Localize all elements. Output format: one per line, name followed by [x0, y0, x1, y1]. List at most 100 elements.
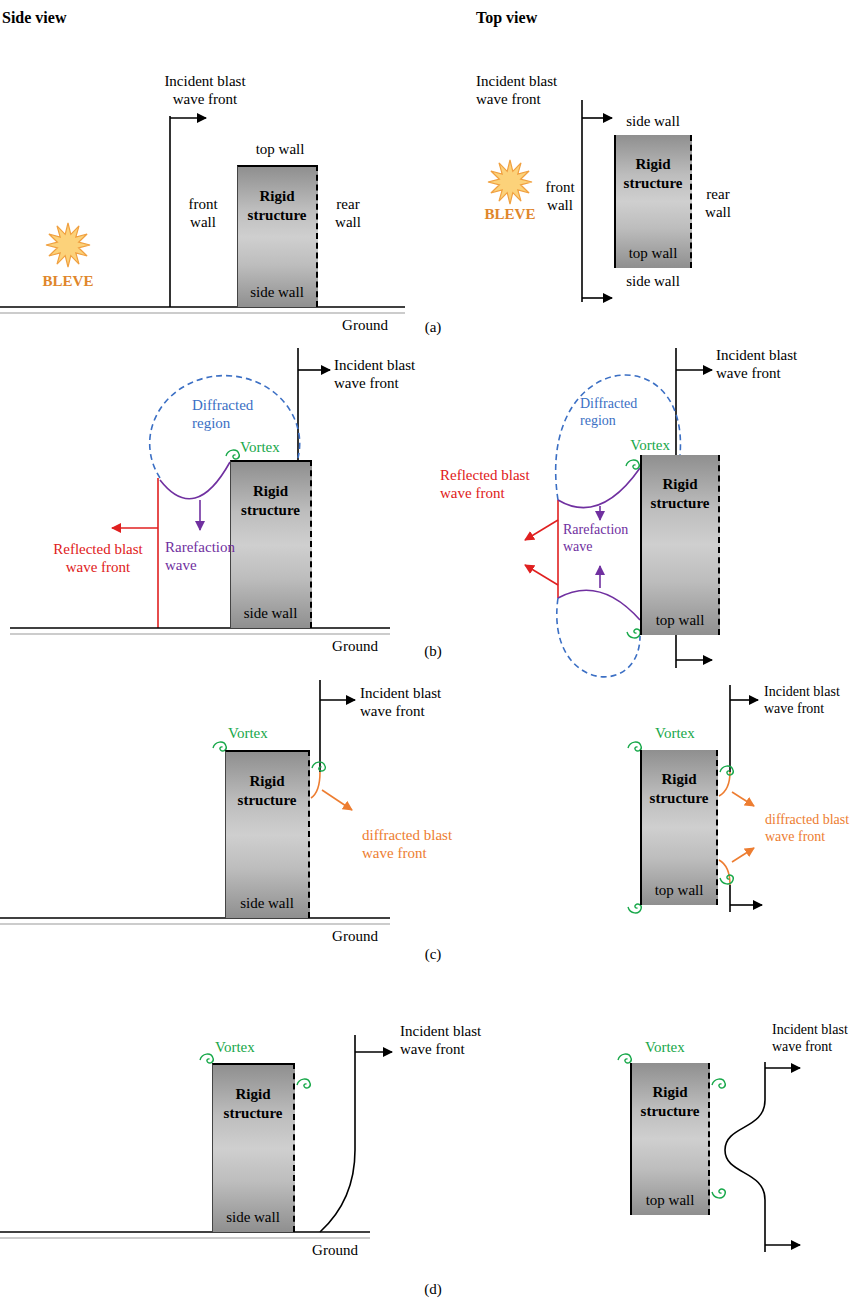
figure-label: Rarefaction wave: [165, 538, 255, 574]
vortex-curl: [720, 766, 733, 775]
wave-arrow: [355, 1051, 392, 1053]
figure-label: Incident blast wave front: [764, 684, 864, 718]
svg-part: [0, 100, 800, 1252]
figure-label: Vortex: [228, 724, 278, 742]
diffracted-front: [719, 860, 730, 885]
figure-label: Rarefaction wave: [563, 522, 639, 556]
wall-name: side wall: [240, 894, 294, 913]
rarefaction-arrow: [599, 566, 601, 588]
vortex-curl: [720, 875, 733, 884]
rarefaction-wave: [558, 468, 640, 508]
wall-name: top wall: [656, 611, 705, 630]
figure-label: Side view: [2, 8, 122, 27]
figure-label: Top view: [476, 8, 596, 27]
wave-arrow: [170, 117, 206, 119]
wall-name: top wall: [655, 881, 704, 900]
ground-line: [10, 627, 390, 629]
figure-label: Vortex: [240, 438, 290, 456]
figure-label: Ground: [320, 637, 390, 655]
wave-front: [729, 885, 731, 912]
figure-label: Ground: [300, 1241, 370, 1259]
figure-label: Vortex: [645, 1038, 695, 1056]
figure-label: Vortex: [612, 436, 670, 454]
reflected-front: [157, 478, 159, 628]
diffracted-front: [719, 772, 730, 796]
figure-label: Incident blast wave front: [334, 356, 444, 392]
vortex-curl: [628, 904, 641, 913]
figure-label: BLEVE: [470, 205, 550, 223]
structure-name: Rigid structure: [215, 1085, 291, 1123]
structure-name: Rigid structure: [233, 482, 308, 520]
rigid-structure: Rigid structure side wall: [225, 750, 310, 918]
vortex-curl: [618, 1054, 631, 1063]
figure-label: side wall: [613, 112, 693, 130]
rigid-structure: Rigid structure top wall: [640, 750, 718, 905]
figure-label: rear wall: [698, 185, 738, 221]
wall-name: side wall: [244, 604, 298, 623]
wave-front: [729, 685, 731, 772]
wave-arrow: [582, 117, 612, 119]
wave-front: [319, 680, 321, 772]
figure-label: Reflected blast wave front: [440, 466, 546, 502]
structure-name: Rigid structure: [228, 772, 306, 810]
figure-label: Diffracted region: [192, 396, 262, 432]
structure-name: Rigid structure: [618, 155, 688, 193]
rarefaction-wave: [558, 590, 640, 620]
ground-shadow: [10, 633, 390, 635]
wave-front: [169, 116, 171, 307]
rigid-structure: Rigid structure side wall: [230, 460, 312, 628]
diffracted-arrow: [732, 848, 754, 862]
figure-label: Diffracted region: [580, 396, 650, 430]
vortex-curl: [226, 450, 239, 459]
structure-name: Rigid structure: [634, 1083, 706, 1121]
rarefaction-wave: [160, 462, 230, 499]
ground-line: [0, 306, 405, 308]
reflected-arrow: [525, 520, 558, 540]
wave-arrow: [582, 297, 612, 299]
vortex-curl: [297, 1079, 310, 1088]
figure-label: BLEVE: [28, 272, 108, 290]
ground-line: [0, 1231, 370, 1233]
wave-front: [320, 1035, 355, 1232]
structure-name: Rigid structure: [644, 770, 714, 808]
wave-front: [675, 635, 677, 668]
ground-shadow: [0, 312, 405, 314]
explosion-burst: [46, 223, 90, 267]
figure-label: front wall: [540, 178, 580, 214]
reflected-arrow: [112, 527, 158, 529]
figure-label: Incident blast wave front: [772, 1022, 864, 1056]
wave-front: [297, 348, 299, 460]
figure-label: Reflected blast wave front: [45, 540, 151, 576]
wave-arrow: [765, 1067, 800, 1069]
wave-arrow: [320, 699, 355, 701]
diffracted-front: [311, 772, 320, 798]
vortex-curl: [312, 762, 325, 771]
vortex-curl: [712, 1079, 725, 1088]
figure-label: top wall: [240, 140, 320, 158]
rigid-structure: Rigid structure side wall: [212, 1063, 295, 1232]
vortex-curl: [627, 629, 640, 638]
wall-name: side wall: [226, 1208, 280, 1227]
figure-label: (b): [418, 642, 448, 660]
figure-label: side wall: [613, 272, 693, 290]
figure-label: Incident blast wave front: [400, 1022, 510, 1058]
wall-name: top wall: [629, 244, 678, 263]
rigid-structure: Rigid structure top wall: [614, 135, 692, 268]
structure-name: Rigid structure: [240, 187, 314, 225]
diffracted-region: [557, 598, 640, 677]
wave-arrow: [730, 904, 762, 906]
figure-label: diffracted blast wave front: [765, 812, 863, 846]
vortex-curl: [626, 460, 639, 469]
diffracted-arrow: [322, 790, 352, 810]
wave-front: [725, 1062, 765, 1252]
ground-shadow: [0, 1237, 370, 1239]
figure-label: Incident blast wave front: [150, 72, 260, 108]
structure-name: Rigid structure: [644, 475, 716, 513]
figure-label: rear wall: [328, 195, 368, 231]
figure-label: diffracted blast wave front: [362, 826, 472, 862]
wave-arrow: [676, 659, 712, 661]
wave-arrow: [730, 699, 758, 701]
figure-label: Ground: [330, 316, 400, 334]
figure-label: Incident blast wave front: [360, 684, 470, 720]
